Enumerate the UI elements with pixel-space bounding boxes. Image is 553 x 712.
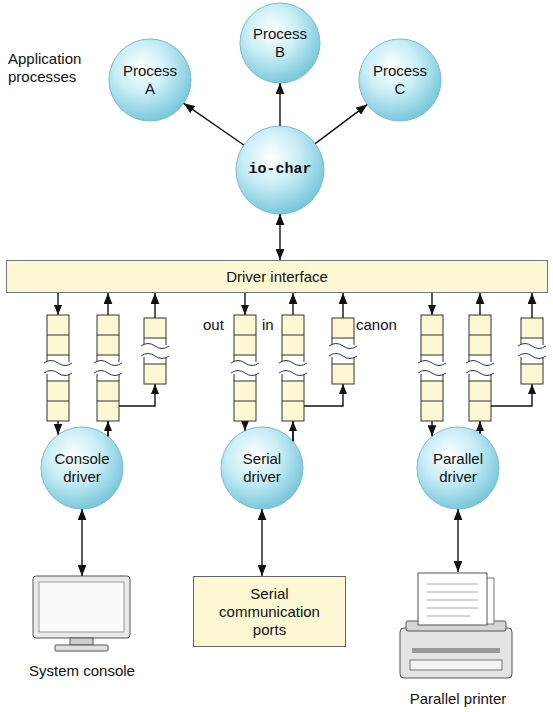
connector-arrow (57, 293, 58, 435)
connector-arrow (107, 293, 108, 436)
sphere (236, 126, 324, 214)
sphere (240, 3, 320, 83)
node-text: Process A (119, 62, 181, 98)
node-text: Console driver (51, 450, 113, 486)
arrowhead (339, 384, 347, 394)
queue-label: in (262, 316, 274, 334)
in-queue (279, 315, 307, 421)
queue-arrowheads (54, 305, 536, 431)
canon-queue (518, 318, 546, 384)
printer-tray (410, 660, 502, 670)
process-circle: Process B (239, 2, 321, 84)
printer-paper (418, 573, 487, 625)
sphere (109, 39, 191, 121)
node-text: Serial driver (231, 450, 293, 486)
arrowhead (241, 305, 249, 315)
console-device: System console (20, 576, 144, 680)
arrowhead (476, 421, 484, 431)
arrowhead (54, 305, 62, 315)
node-text: Serial communication ports (210, 585, 330, 639)
monitor-frame (33, 576, 130, 638)
sphere (41, 427, 123, 509)
connector-arrow (315, 105, 367, 144)
connector-arrow (479, 293, 480, 433)
in-queue (466, 315, 494, 421)
printer-device: Parallel printer (390, 572, 526, 708)
printer-paper-back (424, 578, 494, 624)
connector-arrow (261, 509, 262, 576)
queue-label: canon (356, 316, 397, 334)
sphere (417, 427, 499, 509)
arrowhead (428, 305, 436, 315)
ports-box: Serial communication ports (193, 576, 346, 647)
arrowhead (104, 421, 112, 431)
node-text: Parallel driver (427, 450, 489, 486)
monitor-neck (70, 638, 93, 645)
driver-circle: Parallel driver (416, 426, 500, 510)
connector-arrow (457, 509, 458, 572)
monitor-base (55, 645, 108, 651)
connector-arrow (81, 509, 82, 576)
connector-arrow (184, 103, 244, 145)
node-text: Process C (369, 62, 431, 98)
monitor-illustration (33, 576, 130, 651)
out-queue (231, 315, 259, 421)
queue-label: out (203, 316, 224, 334)
printer-illustration (400, 573, 512, 678)
interface-band: Driver interface (6, 260, 548, 293)
out-queue (44, 315, 72, 421)
node-text: Parallel printer (410, 690, 507, 708)
paper-lines (427, 584, 478, 616)
connector-arrow (431, 293, 432, 436)
canon-queue (141, 318, 169, 384)
monitor-screen (39, 582, 124, 632)
connector-arrow (279, 83, 280, 126)
sphere (221, 427, 303, 509)
node-text: Process B (249, 25, 311, 61)
node-text: Driver interface (226, 268, 328, 286)
printer-top (406, 621, 506, 631)
process-circle: Process A (108, 38, 192, 122)
io-process-circle: io-char (235, 125, 325, 215)
driver-circle: Console driver (40, 426, 124, 510)
arrowhead (289, 421, 297, 431)
connector-arrow (279, 214, 280, 260)
connector-arrow (480, 293, 532, 433)
sphere (359, 39, 441, 121)
node-text: io-char (248, 161, 311, 179)
in-queue (94, 315, 122, 421)
connector-arrow (293, 293, 343, 441)
arrowhead (528, 384, 536, 394)
process-circle: Process C (358, 38, 442, 122)
canon-queue (329, 318, 357, 384)
arrowhead (151, 384, 159, 394)
driver-circle: Serial driver (220, 426, 304, 510)
connector-arrow (244, 293, 245, 431)
connector-arrow (108, 293, 155, 436)
group-label: Application processes (8, 50, 103, 86)
connector-arrow (292, 293, 293, 441)
out-queue (418, 315, 446, 421)
node-text: System console (29, 662, 135, 680)
printer-body (400, 628, 512, 678)
printer-slot (412, 648, 500, 653)
